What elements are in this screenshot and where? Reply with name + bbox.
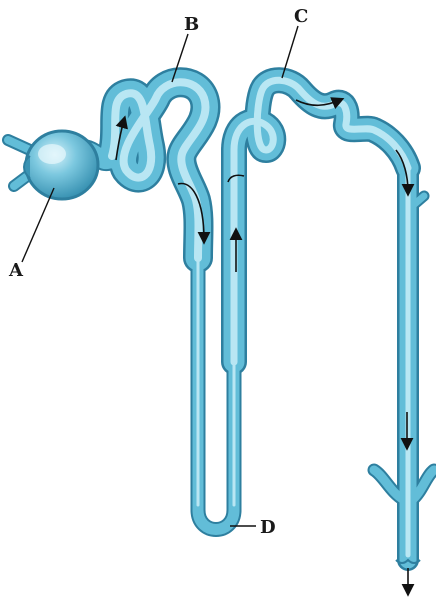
glomerular-capsule [26,131,98,199]
tubule [8,80,434,563]
capsule-highlight [38,144,66,164]
label-c: C [294,6,308,27]
label-d: D [260,517,276,538]
leader-line-a [22,188,54,262]
label-b: B [184,14,199,35]
label-a: A [8,260,24,281]
